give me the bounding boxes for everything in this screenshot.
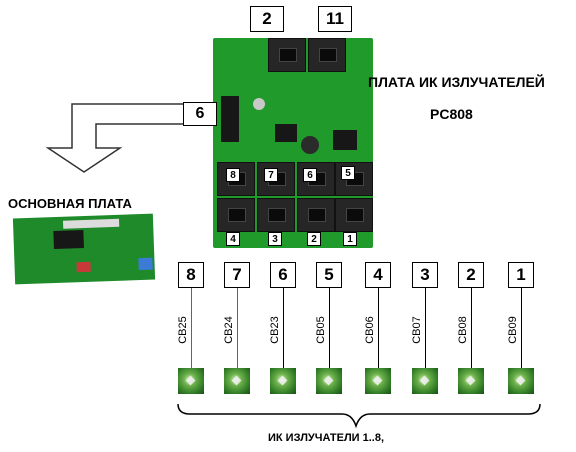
emitter-wire-1 [191,288,192,368]
emitter-number-5: 4 [365,262,391,288]
emitters-caption: ИК ИЗЛУЧАТЕЛИ 1..8, [268,432,385,444]
ir-emitter-4 [316,368,342,394]
jack-1 [335,198,373,232]
ir-emitter-8 [508,368,534,394]
port-label-2: 2 [307,232,321,246]
main-board-label: ОСНОВНАЯ ПЛАТА [8,196,132,211]
emitter-wire-7 [471,288,472,368]
port-label-6: 6 [303,168,317,182]
emitter-number-7: 2 [458,262,484,288]
jack-3 [257,198,295,232]
emitter-number-8: 1 [508,262,534,288]
emitter-wire-3 [283,288,284,368]
top-jack-2 [268,38,306,72]
ir-emitter-6 [412,368,438,394]
port-label-3: 3 [268,232,282,246]
emitter-wire-6 [425,288,426,368]
ic-chip [275,124,297,142]
top-jack-11 [308,38,346,72]
ir-emitter-7 [458,368,484,394]
connector-2-label: 2 [250,6,284,32]
emitter-wire-4 [329,288,330,368]
jack-4 [217,198,255,232]
port-label-1: 1 [343,232,357,246]
ic-chip-2 [333,130,357,150]
emitter-number-2: 7 [224,262,250,288]
board-model: PC808 [430,106,473,122]
jack-2 [297,198,335,232]
ir-emitter-3 [270,368,296,394]
emitter-wire-5 [378,288,379,368]
bent-arrow-shape [45,103,196,173]
port-label-5: 5 [341,166,355,180]
ir-emitter-2 [224,368,250,394]
emitter-number-1: 8 [178,262,204,288]
arrow-number-label: 6 [183,102,217,126]
connector-11-label: 11 [318,6,352,32]
emitter-wire-2 [237,288,238,368]
crystal [253,98,265,110]
port-label-8: 8 [226,168,240,182]
emitter-number-6: 3 [412,262,438,288]
ir-emitter-1 [178,368,204,394]
emitter-number-3: 6 [270,262,296,288]
emitter-number-4: 5 [316,262,342,288]
board-title: ПЛАТА ИК ИЗЛУЧАТЕЛЕЙ [368,74,545,90]
ir-emitter-5 [365,368,391,394]
capacitor [301,136,319,154]
port-label-4: 4 [226,232,240,246]
port-label-7: 7 [264,168,278,182]
emitter-wire-8 [521,288,522,368]
pin-header [221,96,239,142]
